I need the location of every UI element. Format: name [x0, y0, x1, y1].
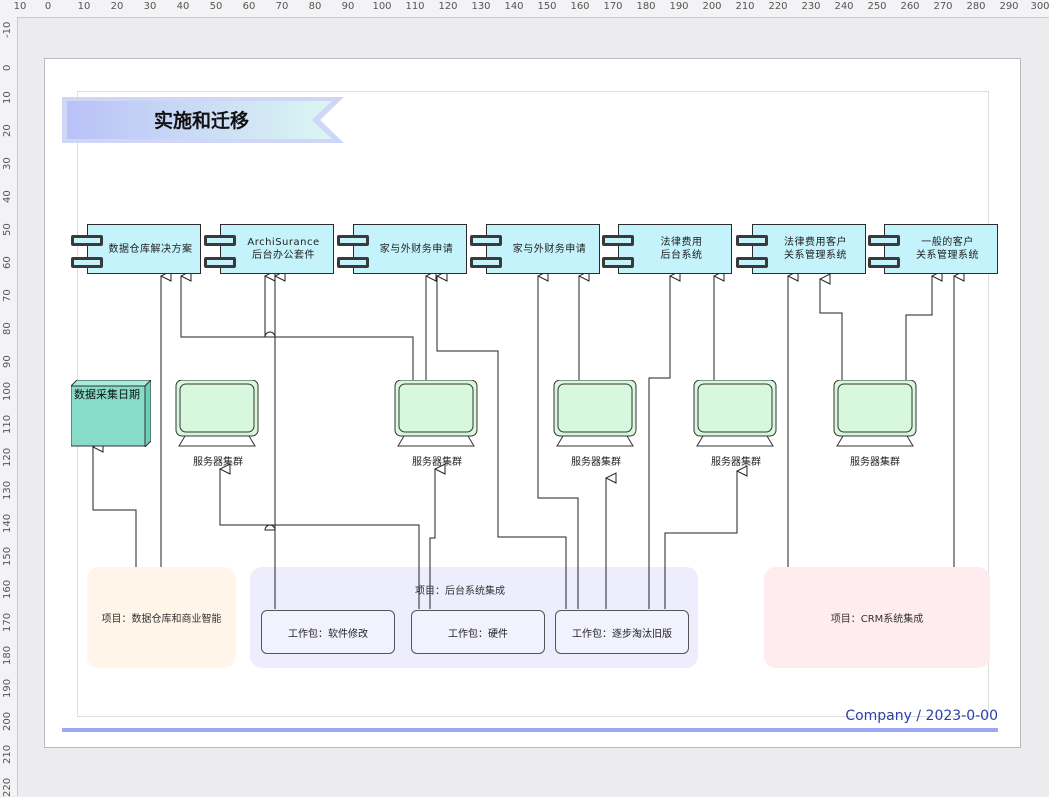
application-backoffice-suite[interactable]: ArchiSurance 后台办公套件: [204, 224, 334, 274]
page-title: 实施和迁移: [154, 110, 250, 132]
title-banner: [62, 97, 344, 143]
work-package-hardware[interactable]: 工作包：硬件: [411, 610, 545, 654]
ruler-tick-label: 20: [110, 1, 124, 12]
server-label: 服务器集群: [193, 457, 243, 468]
data-store-box[interactable]: [71, 380, 151, 447]
work-package-software[interactable]: 工作包：软件修改: [261, 610, 395, 654]
ruler-tick-label: 190: [669, 1, 689, 12]
footer-divider: [62, 728, 998, 732]
ruler-tick-label: 140: [504, 1, 524, 12]
ruler-tick-label: 290: [999, 1, 1019, 12]
application-label: 数据仓库解决方案: [108, 243, 193, 255]
ruler-tick-label: 300: [1030, 1, 1049, 12]
relationship-line: [437, 276, 567, 609]
component-tab: [868, 235, 900, 246]
ruler-tick-label: 90: [341, 1, 355, 12]
ruler-tick-label: 270: [933, 1, 953, 12]
component-tab: [337, 257, 369, 268]
relationship-line: [664, 471, 737, 609]
application-label: 家与外财务申请: [512, 243, 587, 255]
ruler-tick-label: 280: [966, 1, 986, 12]
application-label: 一般的客户 关系管理系统: [916, 237, 979, 261]
relationship-line: [265, 276, 276, 609]
server-icon[interactable]: [394, 380, 484, 450]
component-tab: [470, 235, 502, 246]
server-label: 服务器集群: [850, 457, 900, 468]
server-label: 服务器集群: [711, 457, 761, 468]
ruler-tick-label: 130: [471, 1, 491, 12]
application-label: ArchiSurance 后台办公套件: [247, 237, 320, 261]
relationship-line: [905, 276, 932, 380]
ruler-tick-label: 260: [900, 1, 920, 12]
application-legal-backoffice[interactable]: 法律费用 后台系统: [602, 224, 732, 274]
server-label: 服务器集群: [571, 457, 621, 468]
ruler-tick-label: 180: [636, 1, 656, 12]
component-tab: [736, 235, 768, 246]
server-icon[interactable]: [833, 380, 923, 450]
project-data-warehouse[interactable]: [87, 567, 236, 668]
ruler-tick-label: 150: [537, 1, 557, 12]
data-store-label: 数据采集日期: [74, 388, 140, 401]
component-tab: [204, 257, 236, 268]
application-legal-crm[interactable]: 法律费用客户 关系管理系统: [736, 224, 866, 274]
component-tab: [736, 257, 768, 268]
application-home-finance-1[interactable]: 家与外财务申请: [337, 224, 467, 274]
ruler-tick-label: 30: [143, 1, 157, 12]
server-icon[interactable]: [693, 380, 783, 450]
work-package-phase-out[interactable]: 工作包：逐步淘汰旧版: [555, 610, 689, 654]
ruler-tick-label: 120: [438, 1, 458, 12]
ruler-tick-label: 10: [13, 1, 27, 12]
relationship-line: [538, 276, 579, 609]
relationship-line: [181, 276, 414, 380]
component-tab: [337, 235, 369, 246]
component-tab: [204, 235, 236, 246]
ruler-tick-label: 60: [242, 1, 256, 12]
application-label: 法律费用 后台系统: [660, 237, 703, 261]
ruler-tick-label: 110: [405, 1, 425, 12]
ruler-tick-label: 210: [735, 1, 755, 12]
component-tab: [470, 257, 502, 268]
ruler-tick-label: 160: [570, 1, 590, 12]
footer-company-date: Company / 2023-0-00: [845, 708, 998, 724]
ruler-tick-label: 200: [702, 1, 722, 12]
relationship-line: [220, 469, 420, 609]
ruler-tick-label: 230: [801, 1, 821, 12]
component-tab: [71, 257, 103, 268]
application-data-warehouse[interactable]: 数据仓库解决方案: [71, 224, 201, 274]
ruler-tick-label: 240: [834, 1, 854, 12]
ruler-tick-label: 220: [768, 1, 788, 12]
server-icon[interactable]: [553, 380, 643, 450]
application-label: 法律费用客户 关系管理系统: [784, 237, 847, 261]
application-home-finance-2[interactable]: 家与外财务申请: [470, 224, 600, 274]
relationship-line: [820, 279, 843, 380]
project-crm-integration[interactable]: [764, 567, 990, 668]
ruler-tick-label: 80: [308, 1, 322, 12]
server-label: 服务器集群: [412, 457, 462, 468]
ruler-tick-label: 70: [275, 1, 289, 12]
component-tab: [602, 235, 634, 246]
relationship-line: [429, 469, 435, 609]
ruler-tick-label: 100: [372, 1, 392, 12]
relationship-line: [93, 447, 137, 567]
ruler-tick-label: 0: [44, 1, 52, 12]
ruler-tick-label: 170: [603, 1, 623, 12]
project-label: 项目：CRM系统集成: [830, 614, 924, 625]
application-general-crm[interactable]: 一般的客户 关系管理系统: [868, 224, 998, 274]
ruler-tick-label: 40: [176, 1, 190, 12]
ruler-tick-label: 10: [77, 1, 91, 12]
ruler-tick-label: 250: [867, 1, 887, 12]
application-label: 家与外财务申请: [379, 243, 454, 255]
ruler-tick-label: 50: [209, 1, 223, 12]
relationship-line: [648, 276, 670, 609]
project-label: 项目：后台系统集成: [415, 586, 505, 597]
component-tab: [71, 235, 103, 246]
component-tab: [868, 257, 900, 268]
server-icon[interactable]: [175, 380, 265, 450]
project-label: 项目：数据仓库和商业智能: [101, 614, 222, 625]
component-tab: [602, 257, 634, 268]
